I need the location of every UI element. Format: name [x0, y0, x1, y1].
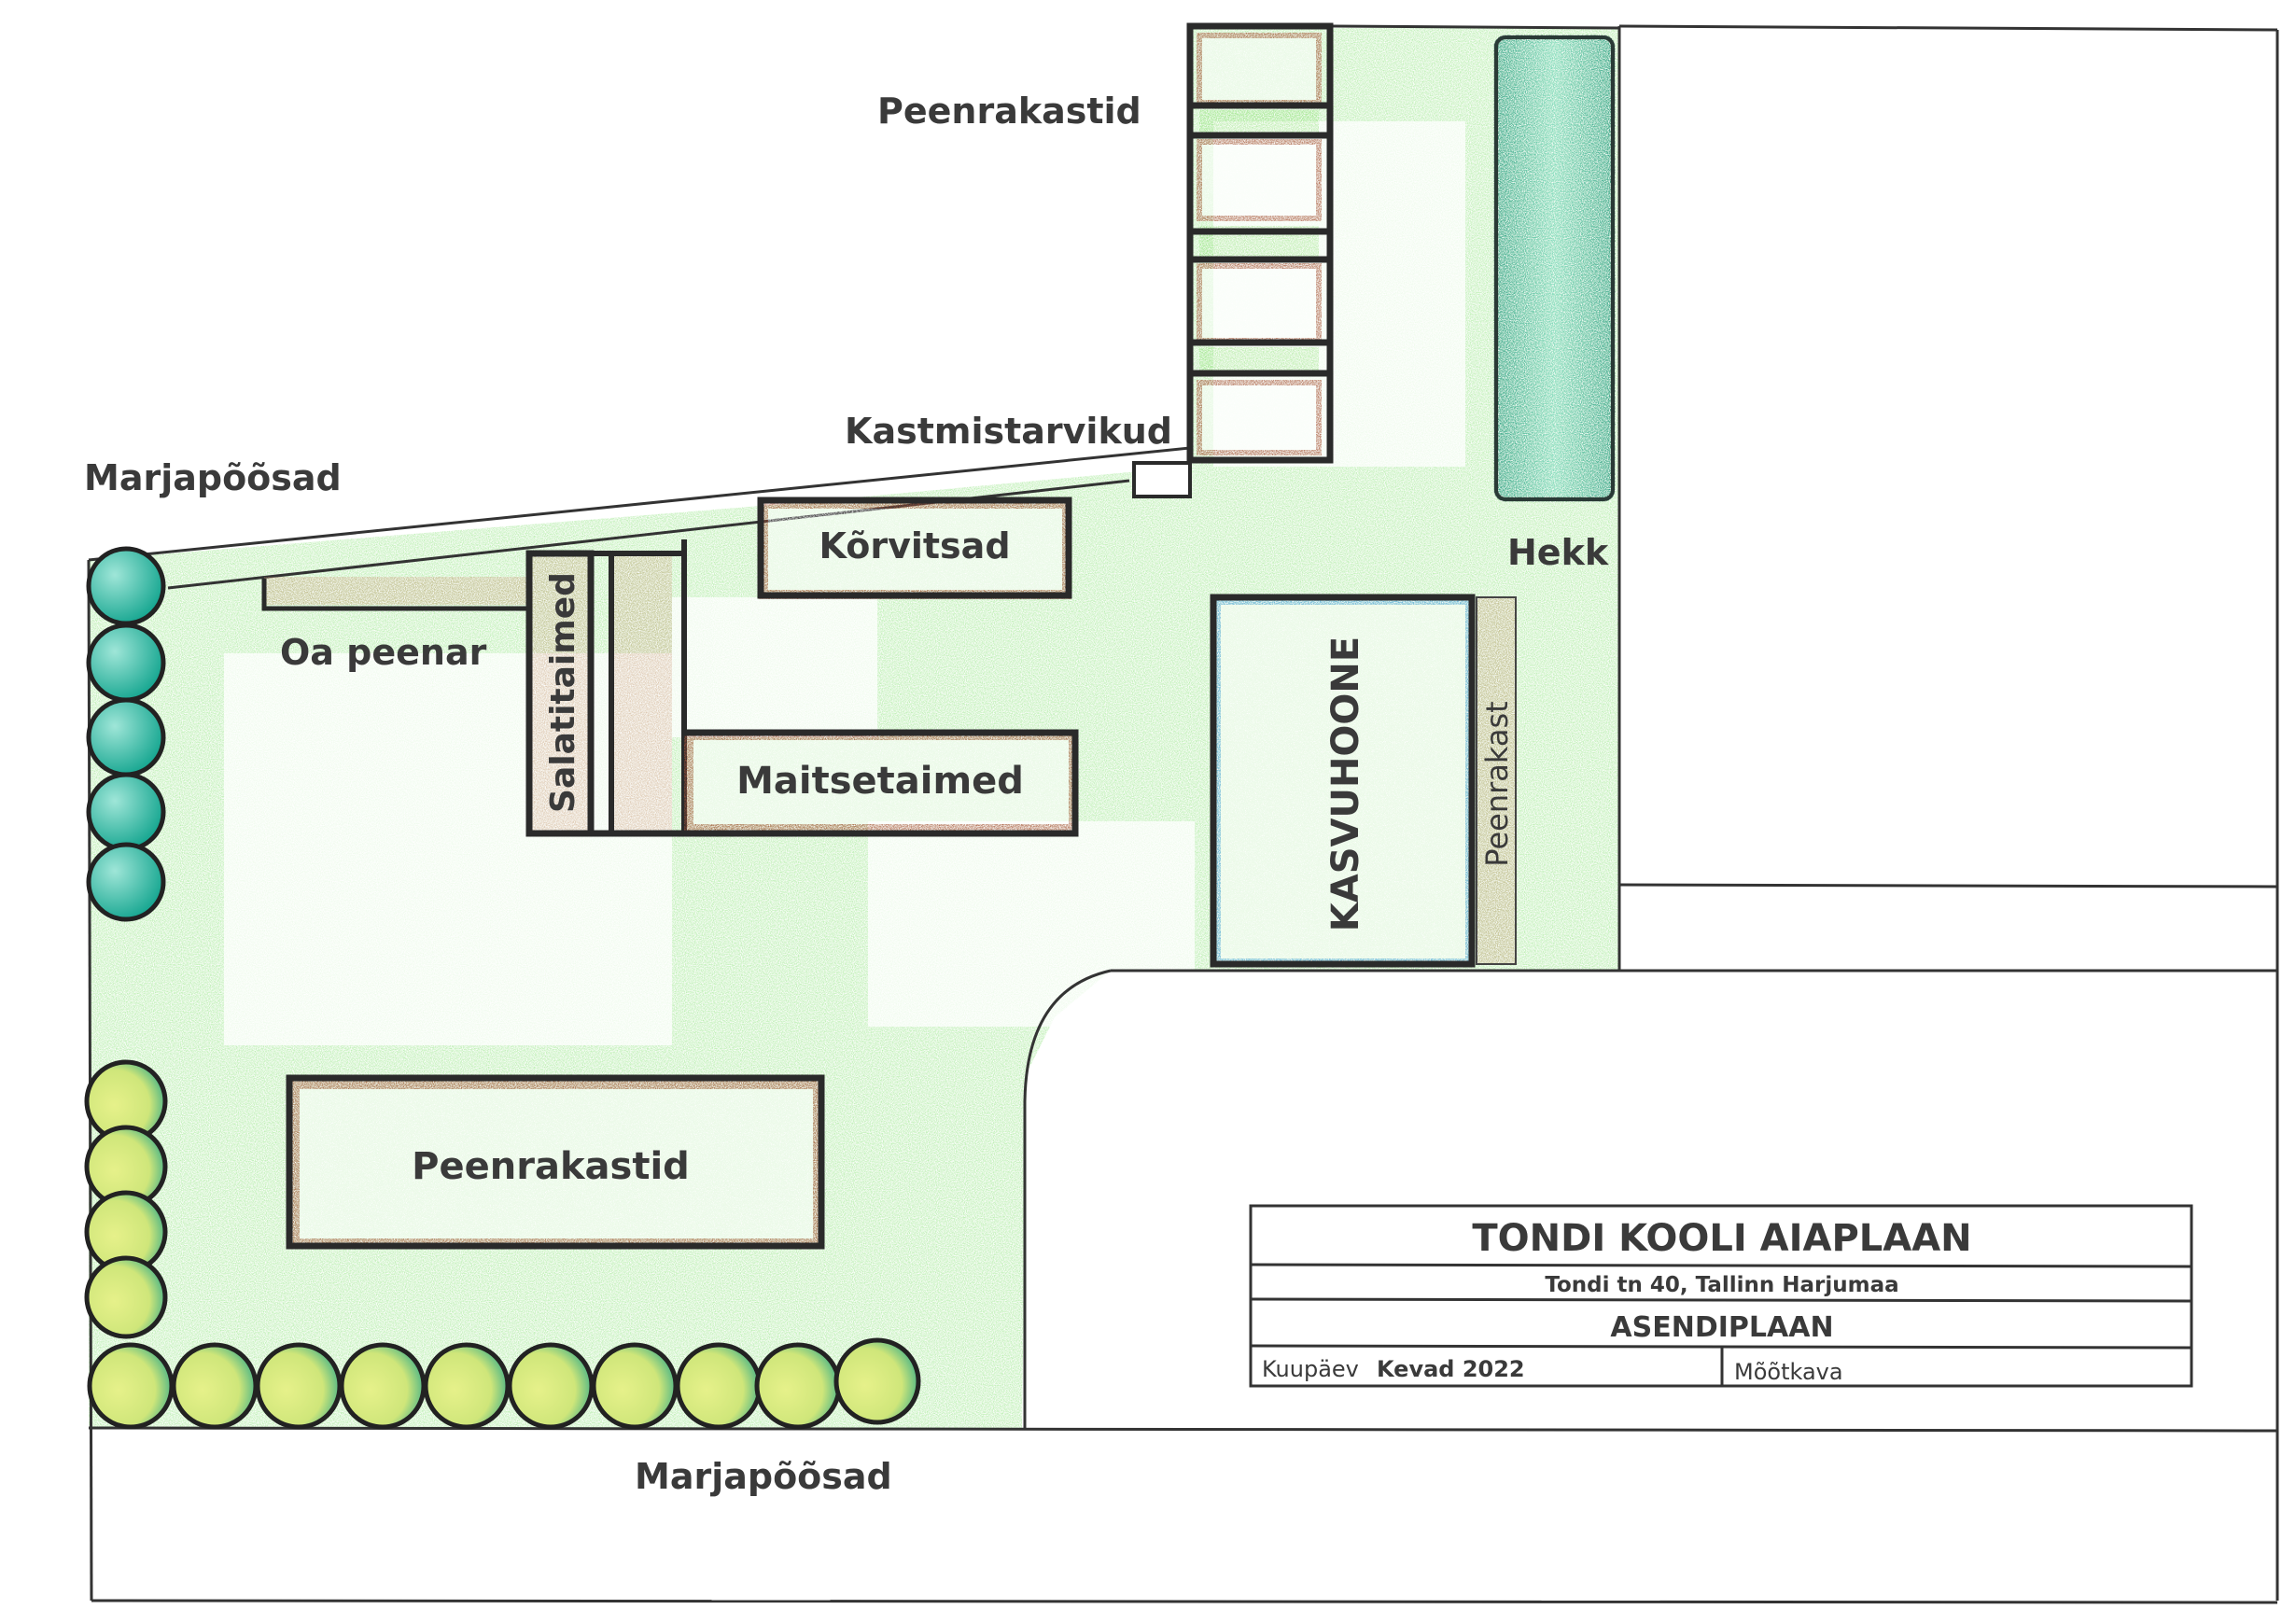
- berry-bushes-left-top: [86, 546, 166, 922]
- title-block-date-value: Kevad 2022: [1377, 1356, 1525, 1382]
- korvitsad-bed: [757, 497, 1072, 599]
- property-lines: [87, 24, 2279, 1604]
- label-raised-beds-bottom: Peenrakastid: [412, 1145, 690, 1188]
- salad-beds: [525, 539, 687, 837]
- berry-bushes-left-bottom: [84, 1059, 168, 1339]
- label-cucumbers: Kõrvitsad: [819, 525, 1010, 567]
- label-herbs: Maitsetaimed: [736, 760, 1024, 803]
- bean-bed: [261, 577, 530, 611]
- raised-beds-bottom: [286, 1074, 825, 1250]
- label-greenhouse: KASVUHOONE: [1324, 637, 1367, 931]
- label-berry-bushes-top: Marjapõõsad: [84, 457, 342, 498]
- label-side-raised-bed: Peenrakast: [1479, 701, 1515, 866]
- label-bean-bed: Oa peenar: [280, 632, 487, 673]
- watering-supplies-box: [1132, 461, 1192, 498]
- title-block-title: TONDI KOOLI AIAPLAAN: [1472, 1217, 1971, 1260]
- title-block-date-label: Kuupäev: [1262, 1356, 1359, 1382]
- greenhouse: [1210, 594, 1476, 968]
- title-block-address: Tondi tn 40, Tallinn Harjumaa: [1545, 1273, 1898, 1297]
- title-block: [1249, 1204, 2193, 1388]
- raised-beds-top: [1186, 22, 1334, 464]
- title-block-plan-type: ASENDIPLAAN: [1610, 1311, 1833, 1344]
- herbs-bed: [529, 729, 1079, 837]
- label-hedge: Hekk: [1507, 532, 1609, 573]
- side-raised-bed: [1476, 596, 1517, 965]
- label-salad-plants: Salatitaimed: [544, 572, 582, 813]
- title-block-scale-label: Mõõtkava: [1734, 1359, 1843, 1385]
- label-raised-beds-top: Peenrakastid: [877, 91, 1141, 132]
- label-berry-bushes-bottom: Marjapõõsad: [635, 1456, 892, 1497]
- hedge: [1493, 35, 1616, 502]
- label-watering-supplies: Kastmistarvikud: [845, 411, 1172, 452]
- berry-bushes-bottom-row: [87, 1337, 921, 1430]
